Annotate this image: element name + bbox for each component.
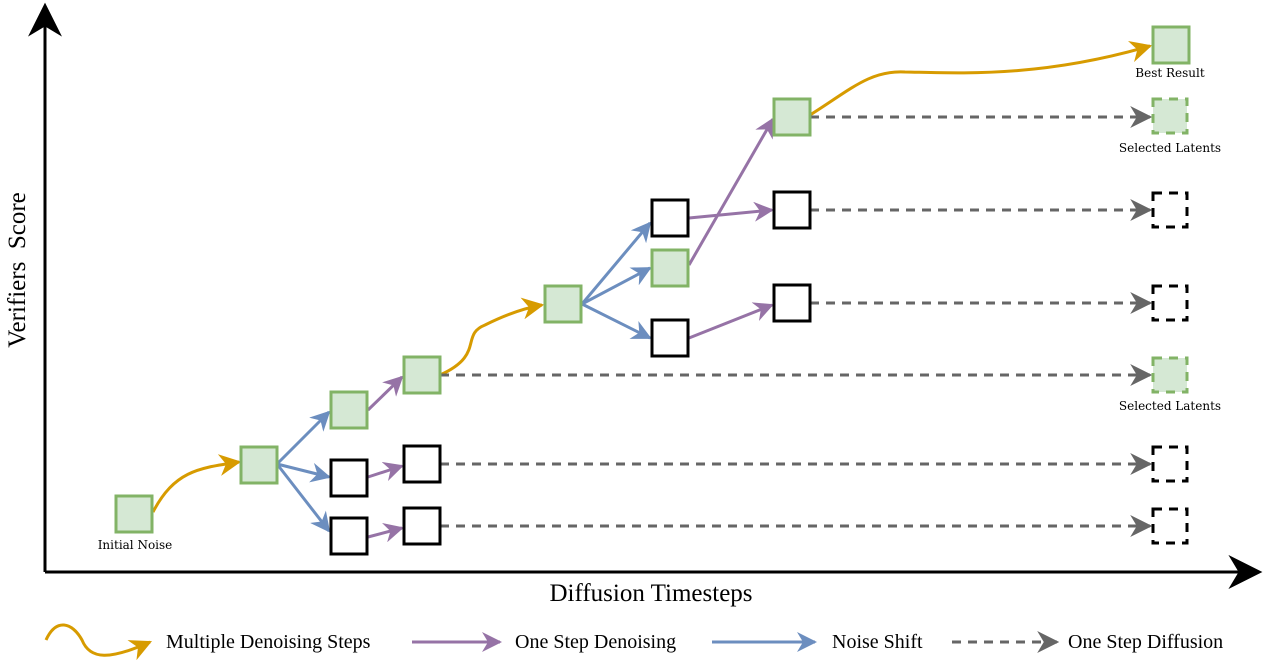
final-candidate-node	[1151, 191, 1189, 229]
legend-item-one-step-denoising: One Step Denoising	[412, 631, 676, 653]
selected-latents-label: Selected Latents	[1119, 141, 1221, 155]
multi-step-arrow	[439, 297, 545, 377]
selected-latents-label: Selected Latents	[1119, 399, 1221, 413]
final-selected-latent-node	[1151, 356, 1189, 394]
final-candidate-node	[1151, 507, 1189, 545]
legend-item-one-step-diffusion: One Step Diffusion	[952, 631, 1223, 653]
multi-step-edges	[151, 40, 1153, 513]
best-result-label: Best Result	[1135, 66, 1205, 80]
selected-latent-node	[239, 445, 279, 485]
noise-shift-arrow	[581, 302, 652, 340]
selected-latent-node	[543, 284, 583, 324]
one-step-diffusion-edges	[440, 106, 1153, 537]
final-selected-latent-node	[1151, 97, 1189, 135]
initial-noise-node	[114, 494, 154, 534]
noise-shift-edges	[275, 221, 652, 533]
selected-latent-node	[402, 355, 442, 395]
legend: Multiple Denoising Steps One Step Denois…	[44, 623, 1223, 661]
one-step-denoising-edges	[366, 117, 775, 543]
noise-shift-arrow	[581, 266, 652, 306]
candidate-latent-node	[329, 516, 369, 556]
noise-shift-arrow	[580, 221, 652, 305]
multi-step-arrow	[151, 454, 242, 513]
axes: Verifiers Score Diffusion Timesteps	[4, 2, 1263, 607]
candidate-latent-node	[772, 190, 812, 230]
node-labels: Initial Noise Best Result Selected Laten…	[98, 66, 1221, 552]
candidate-latent-node	[772, 283, 812, 323]
denoise-arrow	[367, 462, 404, 482]
multi-step-arrow	[809, 40, 1153, 117]
nodes	[114, 25, 1191, 556]
noise-shift-arrow	[275, 463, 331, 533]
legend-denoise-label: One Step Denoising	[515, 631, 676, 653]
denoise-arrow	[366, 375, 404, 412]
legend-multi-step-swatch	[44, 623, 153, 661]
denoise-arrow	[688, 201, 774, 222]
x-axis-label: Diffusion Timesteps	[549, 580, 752, 607]
final-candidate-node	[1151, 284, 1189, 322]
candidate-latent-node	[329, 458, 369, 498]
candidate-latent-node	[402, 444, 442, 484]
denoise-arrow	[688, 302, 774, 340]
y-axis-label: Verifiers Score	[4, 192, 31, 348]
legend-noise-shift-label: Noise Shift	[832, 631, 923, 653]
legend-diffusion-label: One Step Diffusion	[1068, 631, 1223, 653]
candidate-latent-node	[650, 318, 690, 358]
selected-latent-node	[650, 248, 690, 288]
legend-item-multi-step: Multiple Denoising Steps	[44, 623, 371, 661]
noise-shift-arrow	[276, 462, 331, 483]
candidate-latent-node	[650, 198, 690, 238]
legend-multi-step-label: Multiple Denoising Steps	[166, 631, 371, 653]
denoise-arrow	[367, 522, 404, 543]
legend-item-noise-shift: Noise Shift	[712, 631, 923, 653]
selected-latent-node	[329, 390, 369, 430]
denoise-arrow	[687, 117, 775, 266]
candidate-latent-node	[402, 506, 442, 546]
final-candidate-node	[1151, 445, 1189, 483]
noise-shift-arrow	[275, 410, 331, 466]
initial-noise-label: Initial Noise	[98, 538, 173, 552]
selected-latent-node	[772, 97, 812, 137]
best-result-node	[1151, 25, 1191, 65]
